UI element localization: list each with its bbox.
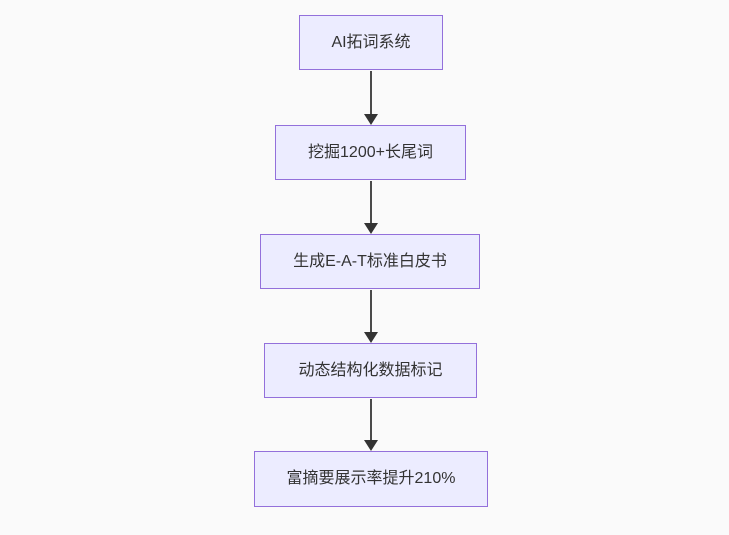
edge-line (369, 181, 372, 223)
flow-node-rich-snippet-result: 富摘要展示率提升210% (254, 451, 488, 507)
flow-edge-4 (363, 399, 378, 451)
flow-node-ai-word-system: AI拓词系统 (299, 15, 443, 70)
flow-node-label: 生成E-A-T标准白皮书 (293, 252, 447, 270)
arrow-down-icon (363, 223, 378, 234)
arrow-down-icon (363, 440, 378, 451)
flow-edge-1 (363, 71, 378, 125)
flow-edge-3 (363, 290, 378, 343)
edge-line (369, 290, 372, 332)
flow-node-label: 动态结构化数据标记 (298, 361, 443, 379)
flow-node-label: AI拓词系统 (331, 33, 411, 51)
arrow-down-icon (363, 114, 378, 125)
flow-node-label: 富摘要展示率提升210% (286, 470, 456, 488)
edge-line (369, 399, 372, 440)
flow-node-label: 挖掘1200+长尾词 (308, 143, 433, 161)
edge-line (369, 71, 372, 114)
flow-node-longtail-keywords: 挖掘1200+长尾词 (275, 125, 466, 180)
flow-node-structured-data: 动态结构化数据标记 (264, 343, 477, 398)
arrow-down-icon (363, 332, 378, 343)
flow-edge-2 (363, 181, 378, 234)
flow-node-eat-whitepaper: 生成E-A-T标准白皮书 (260, 234, 480, 289)
